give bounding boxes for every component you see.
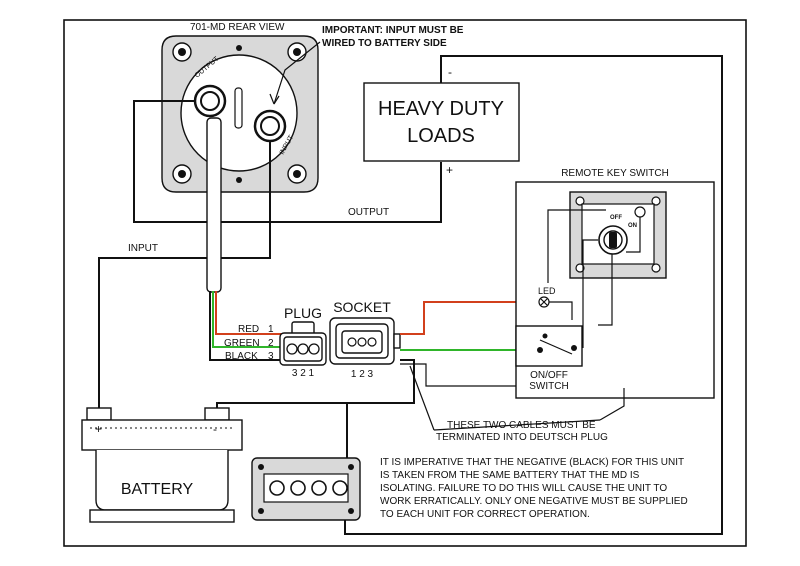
negative-return-wire [344,55,723,535]
green-lead-label: GREEN [224,338,260,349]
socket-black-wire [346,359,415,467]
key-on-label: ON [628,223,637,229]
remote-switch-title: REMOTE KEY SWITCH [561,168,669,179]
red-lead [215,291,282,335]
plug-pin3-label: 3 [268,351,274,362]
loads-negative-sign: - [448,65,452,79]
heavy-duty-loads-box [363,82,520,162]
red-lead-label: RED [238,324,259,335]
terminal-1 [269,480,285,496]
onoff-label-line1: ON/OFF [530,370,568,381]
key-off-label: OFF [610,215,622,221]
switch-lever [539,339,573,355]
battery-label: BATTERY [121,481,194,498]
warning-line4: WORK ERRATICALLY. ONLY ONE NEGATIVE MUST… [380,496,688,507]
main-wires [98,55,723,535]
black-lead [209,291,282,361]
remote-key-switch: REMOTE KEY SWITCH OFF ON LED ON/OFF SWIT… [515,168,715,399]
loads-positive-sign: + [446,163,453,177]
output-wire-label: OUTPUT [348,207,389,218]
deutsch-socket: SOCKET 1 2 3 [329,299,401,380]
cable-note-arrow-left [409,365,435,431]
battery-negative-lead [216,402,347,408]
battery-negative-post [204,407,230,421]
battery: + - BATTERY [81,407,243,523]
terminal-4 [332,480,348,496]
battery-body [95,450,229,511]
center-slot [234,87,243,129]
md-switch: OUTPUT INPUT [161,35,319,193]
deutsch-plug: PLUG 3 2 1 [279,305,327,379]
loads-title-line2: LOADS [407,125,475,147]
output-wire [133,100,442,223]
cable-note-line2: TERMINATED INTO DEUTSCH PLUG [436,432,608,443]
cable-note-line1: THESE TWO CABLES MUST BE [447,420,596,431]
input-wire [98,141,271,410]
plug-pin-numbers: 3 2 1 [292,368,315,379]
plug-title: PLUG [284,305,322,321]
battery-top [81,419,243,451]
warning-line5: TO EACH UNIT FOR CORRECT OPERATION. [380,509,590,520]
black-lead-label: BLACK [225,351,258,362]
led-label: LED [538,286,556,296]
rear-view-title: 701-MD REAR VIEW [190,22,285,33]
key-icon [609,232,617,248]
socket-title: SOCKET [333,299,391,315]
battery-minus-sign: - [213,422,217,436]
important-note-line2: WIRED TO BATTERY SIDE [322,38,447,49]
green-lead [212,291,282,348]
onoff-label-line2: SWITCH [529,381,568,392]
warning-line2: IS TAKEN FROM THE SAME BATTERY THAT THE … [380,470,640,481]
loads-title-line1: HEAVY DUTY [378,98,504,120]
terminal-2 [290,480,306,496]
important-arrow [273,41,321,105]
terminal-3 [311,480,327,496]
plug-pin1-label: 1 [268,324,274,335]
led-indicator [634,206,646,218]
plug-leads [209,291,282,361]
socket-red-wire [400,301,540,335]
battery-positive-post [86,407,112,421]
warning-line1: IT IS IMPERATIVE THAT THE NEGATIVE (BLAC… [380,457,684,468]
warning-line3: ISOLATING. FAILURE TO DO THIS WILL CAUSE… [380,483,667,494]
battery-plus-sign: + [95,422,102,436]
outer-border [63,19,747,547]
control-cable-sheath [206,117,222,293]
plug-pin2-label: 2 [268,338,274,349]
important-note-line1: IMPORTANT: INPUT MUST BE [322,25,464,36]
cable-note-arrow-right [599,388,625,421]
input-wire-label: INPUT [128,243,158,254]
onoff-switch-box [515,325,583,367]
socket-pin-numbers: 1 2 3 [351,369,374,380]
terminal-block [251,457,361,521]
